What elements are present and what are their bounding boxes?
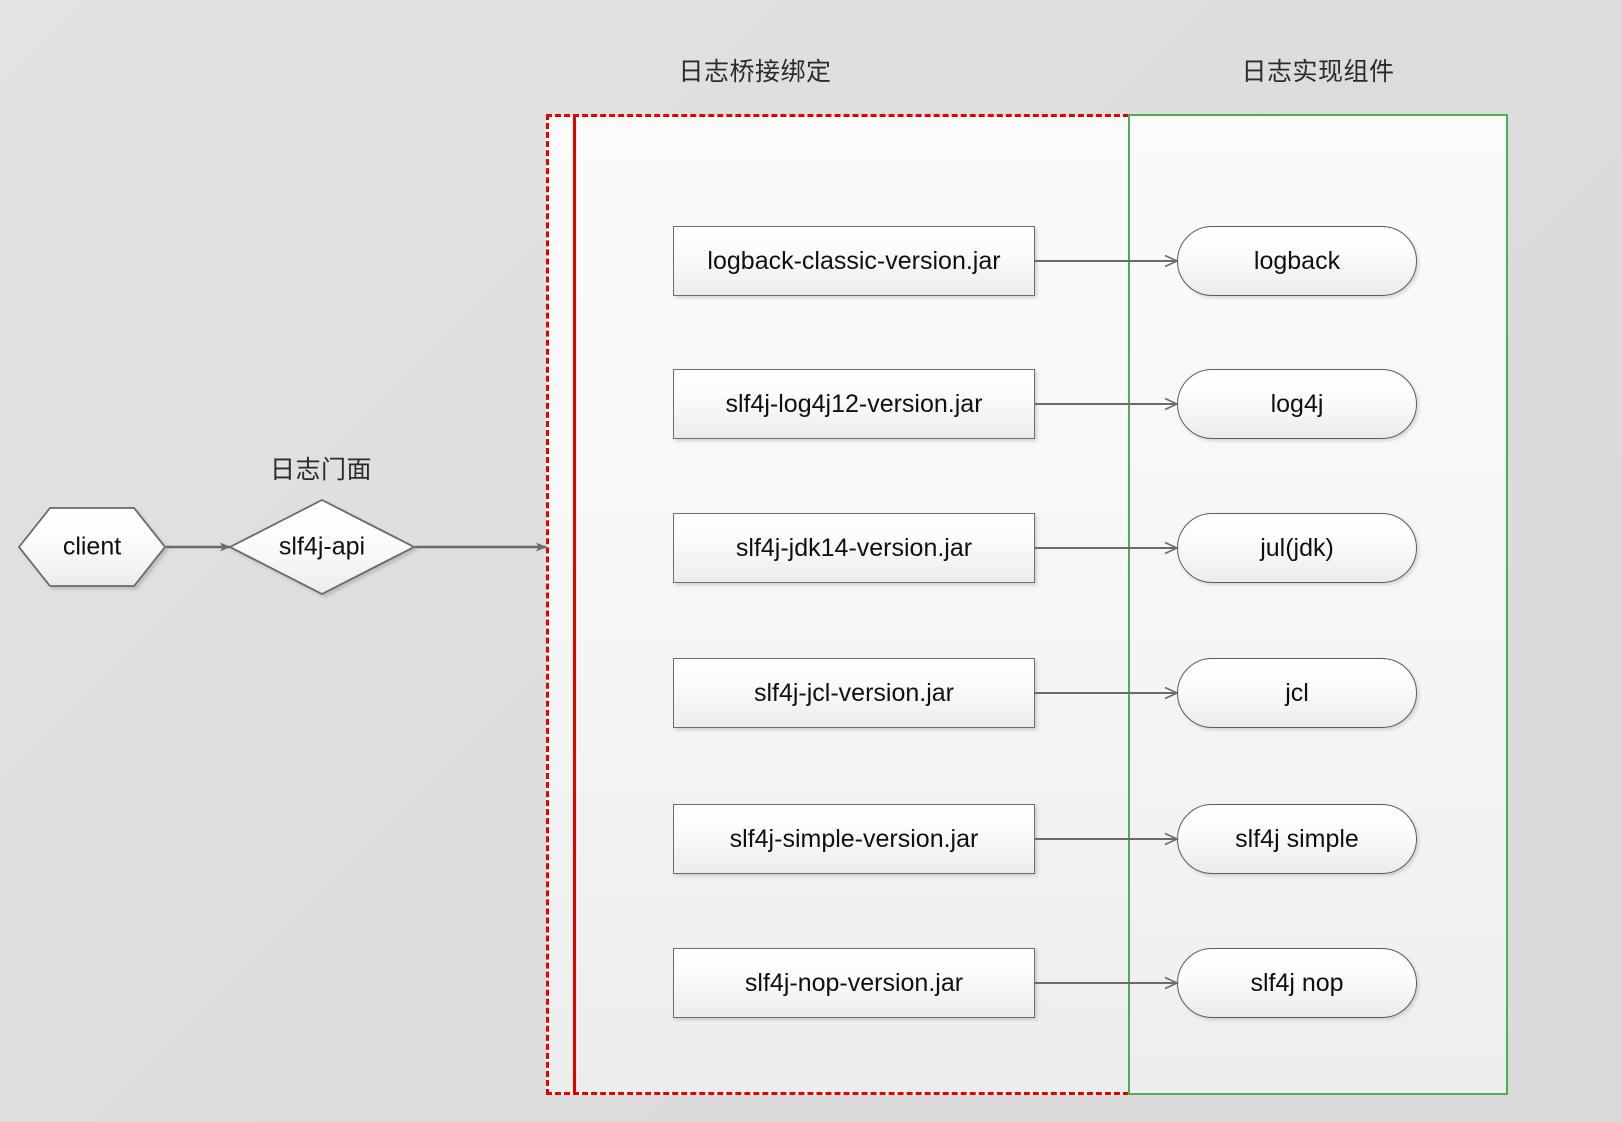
impl-box-log4j[interactable]: log4j (1177, 369, 1417, 439)
bridge-box-label: slf4j-log4j12-version.jar (725, 389, 983, 418)
impl-box-logback[interactable]: logback (1177, 226, 1417, 296)
impl-box-jul-jdk[interactable]: jul(jdk) (1177, 513, 1417, 583)
bridge-box-logback-classic[interactable]: logback-classic-version.jar (673, 226, 1035, 296)
impl-box-label: jul(jdk) (1260, 533, 1334, 562)
bridge-box-label: logback-classic-version.jar (707, 246, 1001, 275)
impl-box-slf4j-nop[interactable]: slf4j nop (1177, 948, 1417, 1018)
client-node[interactable]: client (17, 507, 167, 587)
bridge-box-slf4j-jdk14[interactable]: slf4j-jdk14-version.jar (673, 513, 1035, 583)
bridge-group-inner-divider (573, 114, 576, 1095)
bridge-box-label: slf4j-simple-version.jar (729, 824, 979, 853)
facade-label: 日志门面 (269, 456, 372, 484)
impl-box-slf4j-simple[interactable]: slf4j simple (1177, 804, 1417, 874)
impl-box-label: slf4j simple (1235, 824, 1359, 853)
impl-box-label: slf4j nop (1250, 968, 1344, 997)
impl-box-jcl[interactable]: jcl (1177, 658, 1417, 728)
bridge-box-slf4j-log4j12[interactable]: slf4j-log4j12-version.jar (673, 369, 1035, 439)
group-title-bridge: 日志桥接绑定 (678, 58, 832, 86)
impl-box-label: log4j (1270, 389, 1324, 418)
impl-box-label: logback (1253, 246, 1341, 275)
bridge-box-label: slf4j-jcl-version.jar (753, 678, 955, 707)
slf4j-api-node-label: slf4j-api (279, 533, 365, 561)
bridge-box-slf4j-jcl[interactable]: slf4j-jcl-version.jar (673, 658, 1035, 728)
slf4j-api-node[interactable]: slf4j-api (228, 498, 416, 596)
client-node-label: client (63, 533, 121, 561)
bridge-box-label: slf4j-nop-version.jar (744, 968, 964, 997)
impl-box-label: jcl (1285, 678, 1309, 707)
bridge-box-label: slf4j-jdk14-version.jar (735, 533, 973, 562)
bridge-box-slf4j-simple[interactable]: slf4j-simple-version.jar (673, 804, 1035, 874)
group-title-implementation: 日志实现组件 (1241, 58, 1395, 86)
bridge-box-slf4j-nop[interactable]: slf4j-nop-version.jar (673, 948, 1035, 1018)
